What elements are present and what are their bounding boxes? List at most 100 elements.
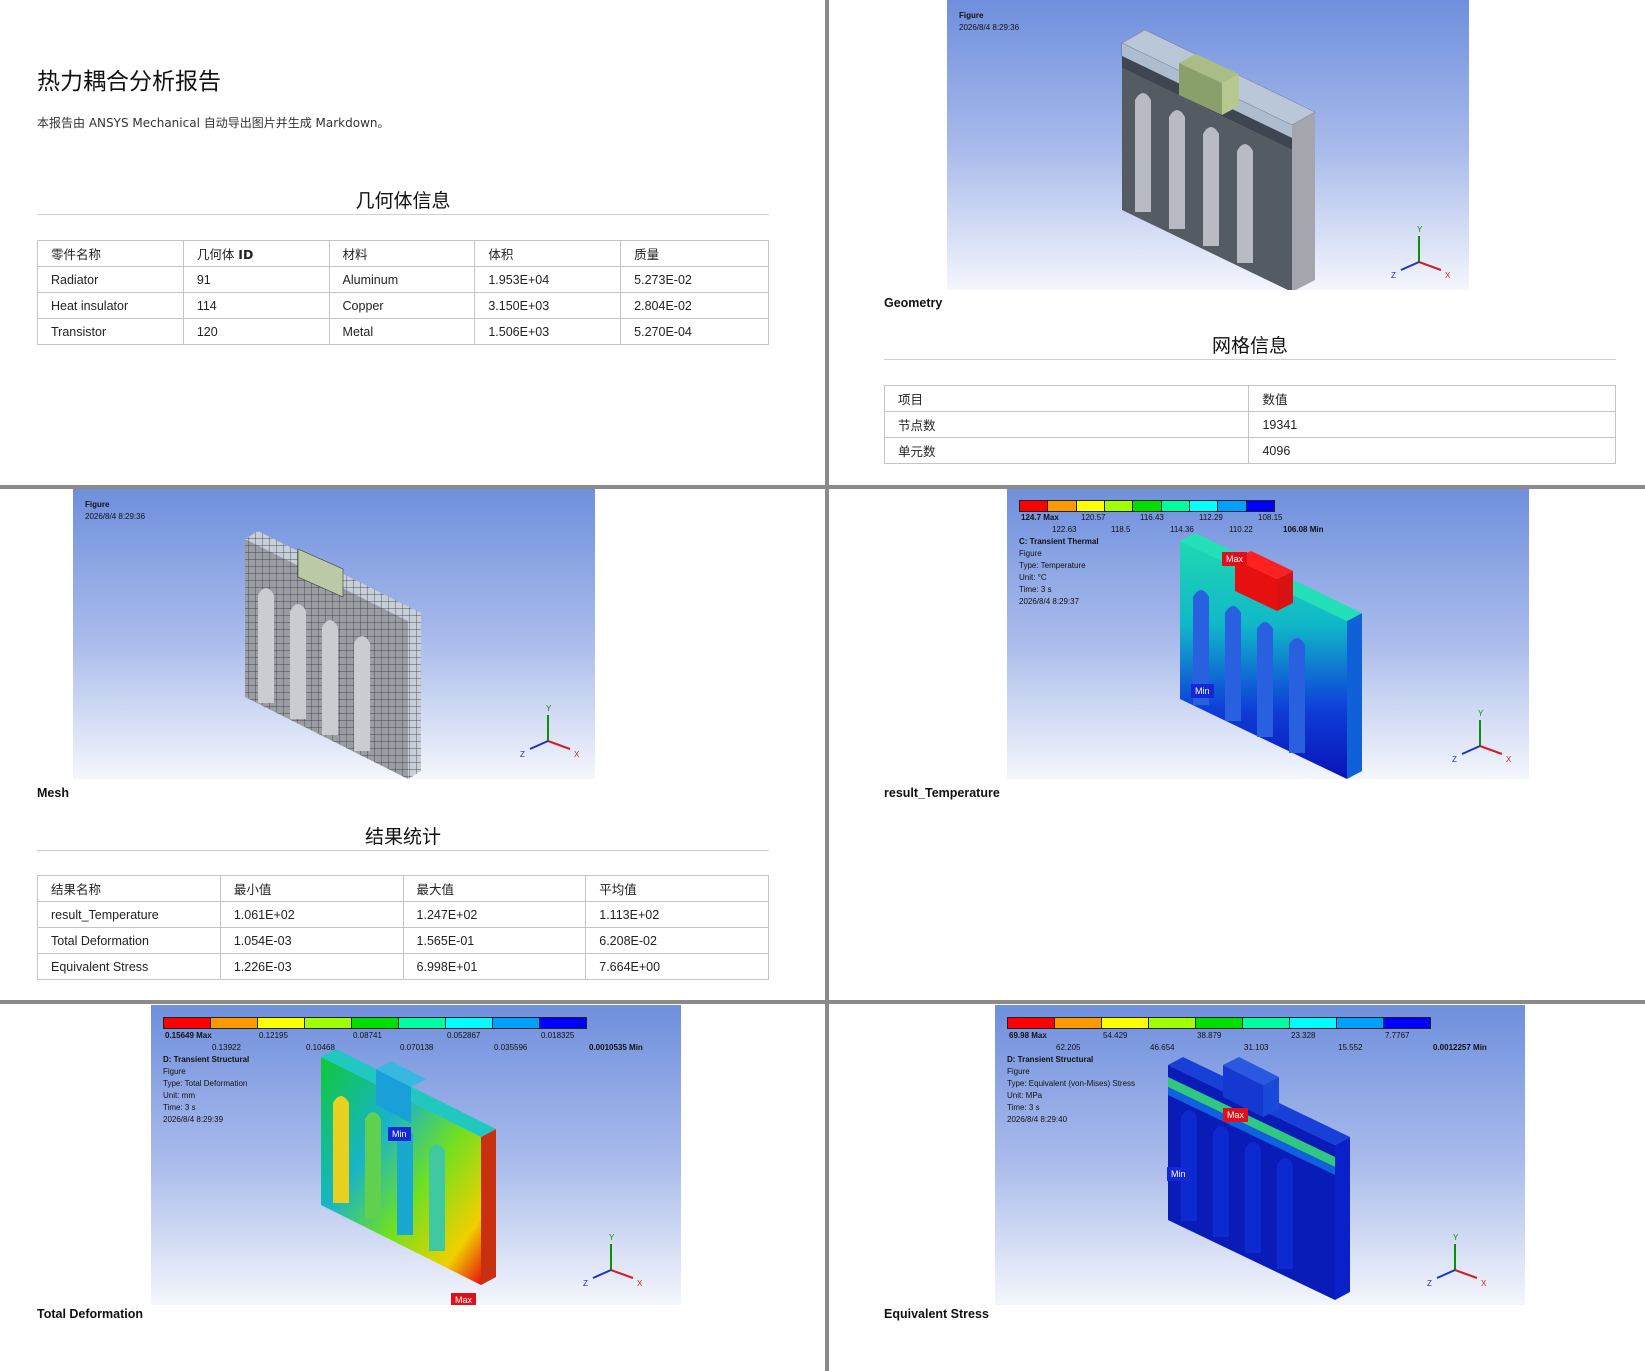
legend-label: 0.12195 — [259, 1031, 288, 1040]
table-row: Radiator 91 Aluminum 1.953E+04 5.273E-02 — [37, 266, 769, 293]
table-row: 单元数 4096 — [883, 437, 1616, 464]
results-table: 结果名称 最小值 最大值 平均值 result_Temperature 1.06… — [37, 875, 769, 980]
legend-label: 120.57 — [1081, 513, 1106, 522]
temperature-model: Y X Z — [1180, 533, 1512, 779]
cell: 节点数 — [883, 411, 1250, 438]
info-line: Time: 3 s — [1007, 1103, 1040, 1112]
col-header: 材料 — [328, 240, 476, 267]
temperature-figure: 124.7 Max 120.57 116.43 112.29 108.15 12… — [1007, 489, 1529, 779]
cell: 1.226E-03 — [219, 953, 404, 980]
cell: 19341 — [1248, 411, 1616, 438]
legend-label: 118.5 — [1111, 525, 1131, 534]
color-legend — [1019, 500, 1275, 512]
cell: 1.113E+02 — [585, 901, 769, 928]
cell: 1.054E-03 — [219, 927, 404, 954]
info-line: 2026/8/4 8:29:39 — [163, 1115, 224, 1124]
legend-swatch — [1048, 501, 1077, 511]
col-header: 最小值 — [219, 875, 404, 902]
cell: Equivalent Stress — [37, 953, 221, 980]
mesh-heading: 网格信息 — [1211, 335, 1288, 357]
legend-swatch — [1290, 1018, 1337, 1028]
col-header: 项目 — [883, 385, 1250, 412]
legend-min: 106.08 Min — [1283, 525, 1324, 534]
legend-swatch — [1149, 1018, 1196, 1028]
cell: 1.506E+03 — [474, 318, 622, 345]
cell: Heat insulator — [37, 292, 184, 319]
info-line: Time: 3 s — [163, 1103, 196, 1112]
legend-swatch — [1161, 501, 1190, 511]
cell: 1.953E+04 — [474, 266, 622, 293]
table-row: Total Deformation 1.054E-03 1.565E-01 6.… — [37, 927, 769, 954]
vertical-divider — [825, 0, 829, 1371]
col-header: 平均值 — [585, 875, 769, 902]
geometry-heading-rule — [37, 214, 769, 215]
legend-swatch — [1055, 1018, 1102, 1028]
col-header: 体积 — [474, 240, 622, 267]
legend-label: 31.103 — [1244, 1043, 1269, 1052]
figure-date: 2026/8/4 8:29:36 — [85, 512, 146, 521]
info-line: Figure — [1007, 1067, 1030, 1076]
cell: 5.270E-04 — [620, 318, 769, 345]
legend-swatch — [1337, 1018, 1384, 1028]
axis-z-label: Z — [583, 1279, 588, 1288]
axis-triad: Y X Z — [1391, 225, 1451, 280]
cell: Metal — [328, 318, 476, 345]
cell: Aluminum — [328, 266, 476, 293]
legend-swatch — [493, 1018, 540, 1028]
legend-max: 0.15649 Max — [165, 1031, 212, 1040]
info-line: Type: Total Deformation — [163, 1079, 248, 1088]
info-line: 2026/8/4 8:29:37 — [1019, 597, 1080, 606]
stress-model: Y X Z — [1168, 1057, 1487, 1300]
max-probe: Max — [1222, 552, 1248, 566]
geometry-caption: Geometry — [884, 296, 943, 310]
legend-max: 69.98 Max — [1009, 1031, 1047, 1040]
table-header-row: 项目 数值 — [883, 385, 1616, 412]
legend-label: 0.018325 — [541, 1031, 575, 1040]
legend-label: 15.552 — [1338, 1043, 1363, 1052]
table-header-row: 零件名称 几何体 ID 材料 体积 质量 — [37, 240, 769, 267]
legend-label: 23.328 — [1291, 1031, 1316, 1040]
cell: 2.804E-02 — [620, 292, 769, 319]
cell: Transistor — [37, 318, 184, 345]
legend-label: 46.654 — [1150, 1043, 1175, 1052]
cell: 114 — [182, 292, 330, 319]
deformation-caption: Total Deformation — [37, 1307, 144, 1321]
legend-label: 0.052867 — [447, 1031, 481, 1040]
deformation-figure: 0.15649 Max 0.12195 0.08741 0.052867 0.0… — [151, 1005, 681, 1305]
col-header-text: 几何体 — [196, 247, 239, 262]
info-line: Figure — [1019, 549, 1042, 558]
figure-name: Figure — [85, 500, 110, 509]
geometry-model: Y X Z — [1121, 29, 1451, 290]
legend-min: 0.0010535 Min — [589, 1043, 643, 1052]
table-row: 节点数 19341 — [883, 411, 1616, 438]
legend-label: 0.08741 — [353, 1031, 382, 1040]
results-heading: 结果统计 — [364, 826, 441, 848]
legend-swatch — [1243, 1018, 1290, 1028]
axis-z-label: Z — [1452, 755, 1457, 764]
legend-swatch — [1133, 501, 1162, 511]
result-info: D: Transient Structural Figure Type: Equ… — [1007, 1054, 1135, 1126]
legend-label: 0.13922 — [212, 1043, 241, 1052]
temperature-caption: result_Temperature — [884, 786, 1000, 800]
info-line: Type: Temperature — [1019, 561, 1086, 570]
legend-swatch — [211, 1018, 258, 1028]
axis-y-label: Y — [1417, 225, 1423, 234]
legend-swatch — [164, 1018, 211, 1028]
cell: 单元数 — [883, 437, 1250, 464]
axis-x-label: X — [1506, 755, 1512, 764]
cell: 1.247E+02 — [402, 901, 587, 928]
report-subtitle: 本报告由 ANSYS Mechanical 自动导出图片并生成 Markdown… — [37, 116, 390, 130]
figure-label: Figure 2026/8/4 8:29:36 — [85, 499, 145, 523]
table-row: Equivalent Stress 1.226E-03 6.998E+01 7.… — [37, 953, 769, 980]
axis-triad: Y X Z — [583, 1233, 643, 1288]
legend-label: 38.879 — [1197, 1031, 1222, 1040]
legend-swatch — [1196, 1018, 1243, 1028]
figure-date: 2026/8/4 8:29:36 — [959, 23, 1020, 32]
axis-triad: Y X Z — [1452, 709, 1512, 764]
figure-name: Figure — [959, 11, 984, 20]
cell: Copper — [328, 292, 476, 319]
report-title: 热力耦合分析报告 — [37, 69, 221, 95]
table-row: result_Temperature 1.061E+02 1.247E+02 1… — [37, 901, 769, 928]
legend-swatch — [1076, 501, 1105, 511]
